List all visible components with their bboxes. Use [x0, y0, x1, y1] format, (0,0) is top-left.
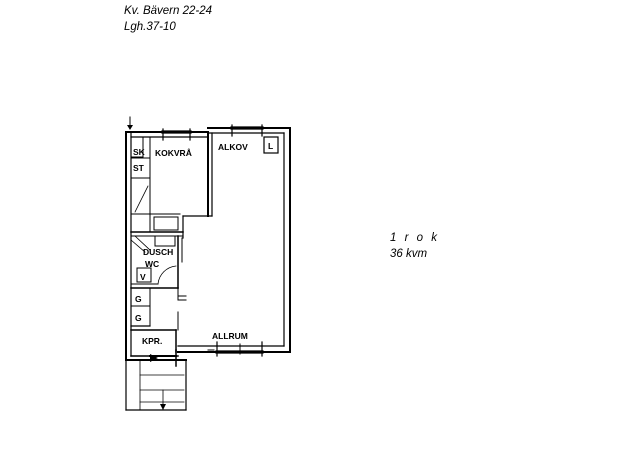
- room-label-allrum: ALLRUM: [212, 331, 248, 341]
- wall-kitchen-bath: [130, 215, 184, 239]
- room-count: 1 r o k: [390, 232, 440, 244]
- room-label-alkov: ALKOV: [218, 142, 248, 152]
- wardrobe-l: [263, 136, 279, 154]
- wall-kitchen-alkov: [182, 131, 213, 217]
- fixture-label-g1: G: [135, 294, 142, 304]
- fixture-label-l: L: [268, 141, 273, 151]
- fixture-label-sk: SK: [133, 147, 146, 157]
- kpr-door: [149, 349, 177, 367]
- window-allrum: [215, 341, 264, 357]
- outer-wall-left: [125, 131, 132, 361]
- apartment-area: 36 kvm: [390, 248, 428, 260]
- fixture-label-g2: G: [135, 313, 142, 323]
- apartment-number: Lgh.37-10: [124, 21, 176, 33]
- room-label-dusch: DUSCH: [143, 247, 173, 257]
- bathroom: [130, 235, 183, 289]
- room-label-kokvra: KOKVRÅ: [155, 148, 192, 158]
- balcony: [125, 359, 187, 411]
- window-kitchen: [161, 128, 192, 141]
- room-label-kpr: KPR.: [142, 336, 162, 346]
- outer-wall-right: [283, 127, 291, 353]
- kitchen-counter: [130, 136, 181, 233]
- cabinet-sk: [130, 136, 144, 158]
- closets-g: [130, 287, 151, 327]
- fixture-label-st: ST: [133, 163, 145, 173]
- entry-arrow-icon: [127, 116, 133, 130]
- property-name: Kv. Bävern 22-24: [124, 5, 213, 17]
- door-markers: [178, 295, 215, 351]
- room-label-wc: WC: [145, 259, 159, 269]
- fixture-label-v: V: [140, 272, 146, 282]
- window-alkov: [230, 124, 264, 137]
